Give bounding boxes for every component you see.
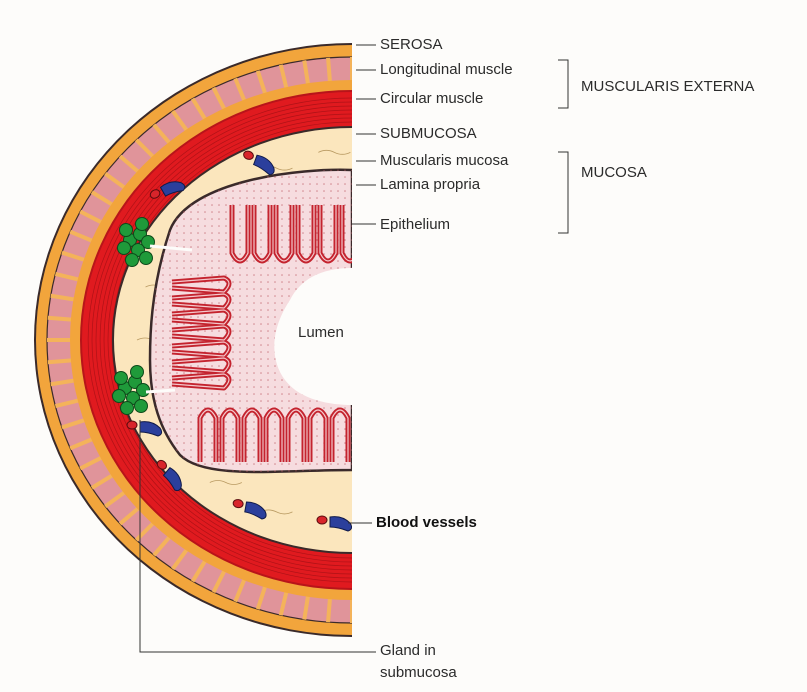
gland-lower: [113, 390, 126, 403]
label-serosa: SEROSA: [380, 36, 443, 54]
bracket-muscularis-externa: [558, 60, 568, 108]
gland-label-line-1: Gland in: [380, 640, 457, 662]
label-circular-muscle: Circular muscle: [380, 90, 483, 108]
label-muscularis-mucosa: Muscularis mucosa: [380, 152, 508, 170]
gland-upper: [140, 252, 153, 265]
label-blood-vessels: Blood vessels: [376, 514, 477, 532]
label-mucosa: MUCOSA: [581, 164, 647, 182]
gland-upper: [120, 224, 133, 237]
label-epithelium: Epithelium: [380, 216, 450, 234]
gland-lower: [121, 402, 134, 415]
blood-vessel-3-artery: [127, 421, 137, 429]
gland-upper: [118, 242, 131, 255]
label-gland-in-submucosa: Gland in submucosa: [380, 640, 457, 684]
label-lumen: Lumen: [298, 324, 344, 342]
muscle-block-divider: [48, 318, 72, 320]
gland-label-line-2: submucosa: [380, 662, 457, 684]
muscle-block-divider: [48, 360, 72, 362]
gland-lower: [135, 400, 148, 413]
gland-lower: [115, 372, 128, 385]
gland-lower: [131, 366, 144, 379]
muscle-block-divider: [328, 58, 330, 82]
label-muscularis-externa: MUSCULARIS EXTERNA: [581, 78, 754, 96]
muscle-block-divider: [328, 598, 330, 622]
blood-vessel-6-artery: [317, 516, 327, 524]
label-submucosa: SUBMUCOSA: [380, 125, 477, 143]
gland-upper: [136, 218, 149, 231]
label-longitudinal-muscle: Longitudinal muscle: [380, 61, 513, 79]
label-lamina-propria: Lamina propria: [380, 176, 480, 194]
bracket-mucosa: [558, 152, 568, 233]
gland-upper: [126, 254, 139, 267]
gland-duct-lower: [146, 390, 175, 392]
